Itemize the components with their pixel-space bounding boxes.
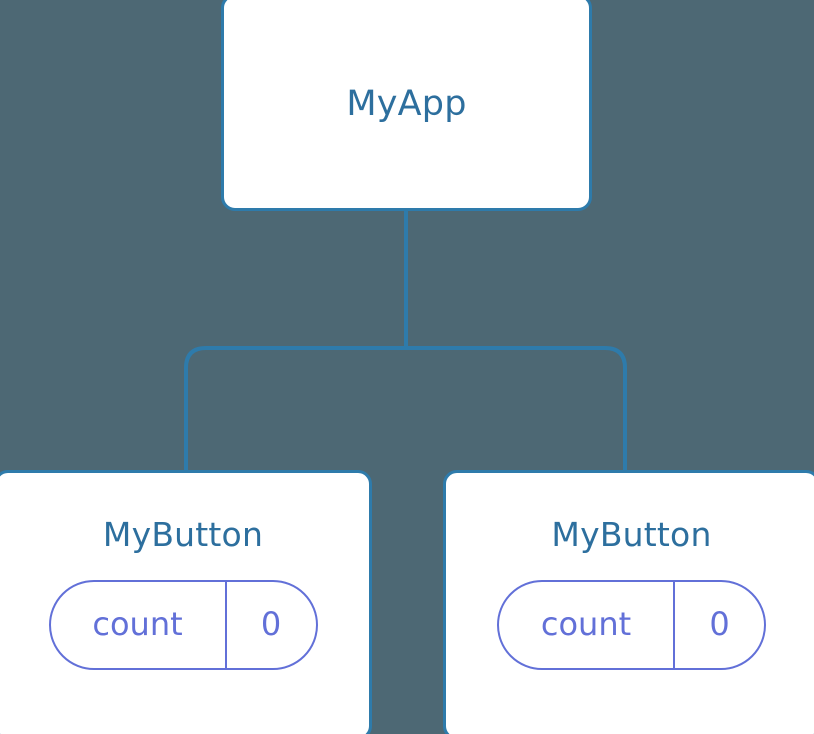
state-key: count: [92, 604, 183, 643]
node-title: MyButton: [102, 515, 264, 554]
node-mybutton-0[interactable]: MyButton count 0: [0, 470, 372, 734]
state-pill[interactable]: count 0: [48, 580, 318, 670]
state-value: 0: [673, 582, 764, 668]
state-key: count: [540, 604, 632, 643]
node-myapp[interactable]: MyApp: [221, 0, 592, 211]
connector-branch-left: [184, 346, 406, 472]
connector-branch-right: [406, 346, 627, 472]
node-title: MyApp: [346, 84, 467, 124]
state-pill[interactable]: count 0: [497, 580, 766, 670]
node-mybutton-1[interactable]: MyButton count 0: [443, 470, 814, 734]
state-value: 0: [224, 582, 316, 668]
node-title: MyButton: [551, 515, 712, 554]
